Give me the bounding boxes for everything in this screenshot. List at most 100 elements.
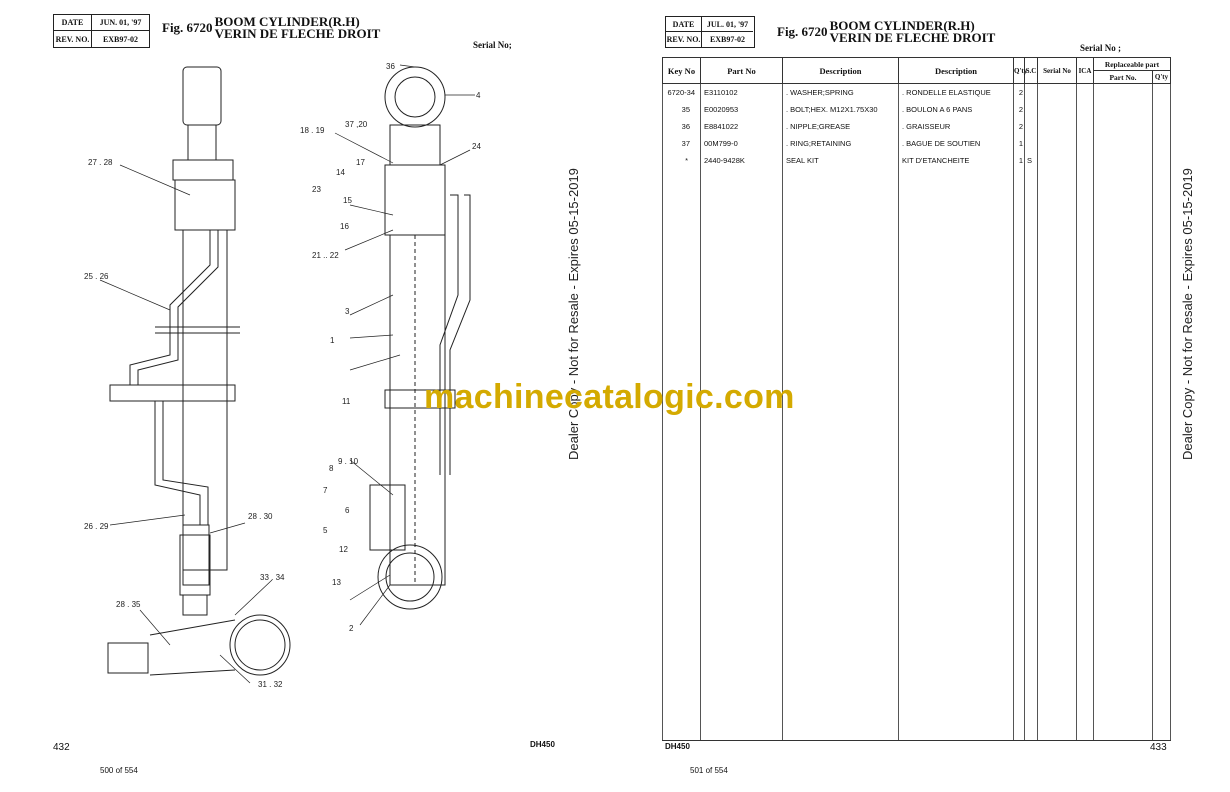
header-part-no: Part No — [700, 57, 783, 84]
rev-value: EXB97-02 — [709, 35, 746, 44]
callout-11: 11 — [342, 397, 351, 406]
description-en: . WASHER;SPRING — [782, 83, 899, 101]
table-row: * 2440-9428K SEAL KIT KIT D'ETANCHEITE 1… — [662, 151, 1171, 169]
qty: 2 — [1013, 117, 1025, 135]
description-fr: . BAGUE DE SOUTIEN — [898, 134, 1014, 152]
page-number-right: 433 — [1150, 742, 1167, 753]
description-fr: . RONDELLE ELASTIQUE — [898, 83, 1014, 101]
table-row: 36 E8841022 . NIPPLE;GREASE . GRAISSEUR … — [662, 117, 1171, 135]
header-description-en: Description — [782, 57, 899, 84]
callout-28-35: 28 . 35 — [116, 600, 141, 609]
parts-table: Key No Part No Description Description Q… — [662, 57, 1171, 741]
qty: 1 — [1013, 151, 1025, 169]
serial-label-left: Serial No; — [473, 40, 512, 50]
callout-leaders — [99, 64, 475, 684]
pdf-page-left: 500 of 554 — [100, 766, 138, 775]
callout-7: 7 — [323, 486, 328, 495]
part-no: E3110102 — [700, 83, 783, 101]
description-en: . NIPPLE;GREASE — [782, 117, 899, 135]
key-no: 36 — [662, 117, 701, 135]
fig-number: Fig. 6720 — [162, 20, 213, 35]
header-ica: ICA — [1076, 57, 1094, 84]
sc — [1024, 100, 1038, 118]
description-fr: KIT D'ETANCHEITE — [898, 151, 1014, 169]
callout-4: 4 — [476, 91, 481, 100]
part-no: 2440-9428K — [700, 151, 783, 169]
serial-label-right: Serial No ; — [1080, 43, 1121, 53]
callout-5: 5 — [323, 526, 328, 535]
header-key-no: Key No — [662, 57, 701, 84]
qty: 1 — [1013, 134, 1025, 152]
rev-label: REV. NO. — [666, 32, 702, 47]
callout-36: 36 — [386, 62, 395, 71]
cylinder-exterior-view — [107, 66, 291, 676]
description-en: . RING;RETAINING — [782, 134, 899, 152]
sc — [1024, 83, 1038, 101]
callout-13: 13 — [332, 578, 341, 587]
header-repl-qty: Q'ty — [1152, 70, 1171, 84]
description-fr: . BOULON A 6 PANS — [898, 100, 1014, 118]
sc: S — [1024, 151, 1038, 169]
title-en: BOOM CYLINDER(R.H) — [829, 18, 975, 33]
part-no: E0020953 — [700, 100, 783, 118]
date-label: DATE — [54, 15, 92, 31]
callout-2: 2 — [349, 624, 354, 633]
page-number-left: 432 — [53, 742, 70, 753]
callout-6: 6 — [345, 506, 350, 515]
callout-31-32: 31 . 32 — [258, 680, 283, 689]
sc — [1024, 134, 1038, 152]
date-rev-box-left: DATE JUN. 01, '97 REV. NO. EXB97-02 — [53, 14, 150, 48]
fig-number: Fig. 6720 — [777, 24, 828, 39]
figure-title-right: Fig. 6720 BOOM CYLINDER(R.H)VERIN DE FLE… — [777, 18, 996, 45]
part-no: 00M799-0 — [700, 134, 783, 152]
model-left: DH450 — [530, 740, 555, 749]
header-replaceable-part: Replaceable part — [1093, 57, 1171, 71]
callout-1: 1 — [330, 336, 335, 345]
table-empty-space — [662, 168, 1171, 741]
description-fr: . GRAISSEUR — [898, 117, 1014, 135]
callout-14: 14 — [336, 168, 345, 177]
title-en: BOOM CYLINDER(R.H) — [214, 14, 360, 29]
callout-26-29: 26 . 29 — [84, 522, 109, 531]
title-fr: VERIN DE FLECHE DROIT — [214, 26, 381, 41]
description-en: SEAL KIT — [782, 151, 899, 169]
callout-15: 15 — [343, 196, 352, 205]
key-no: 37 — [662, 134, 701, 152]
description-en: . BOLT;HEX. M12X1.75X30 — [782, 100, 899, 118]
callout-9-10: 9 . 10 — [338, 457, 359, 466]
table-row: 37 00M799-0 . RING;RETAINING . BAGUE DE … — [662, 134, 1171, 152]
key-no: 6720-34 — [662, 83, 701, 101]
cylinder-section-view — [369, 66, 471, 610]
callout-27-28: 27 . 28 — [88, 158, 113, 167]
callout-24: 24 — [472, 142, 481, 151]
qty: 2 — [1013, 83, 1025, 101]
qty: 2 — [1013, 100, 1025, 118]
date-value: JUN. 01, '97 — [92, 15, 149, 31]
figure-title-left: Fig. 6720 BOOM CYLINDER(R.H)VERIN DE FLE… — [162, 14, 381, 41]
callout-3: 3 — [345, 307, 350, 316]
key-no: 35 — [662, 100, 701, 118]
table-row: 6720-34 E3110102 . WASHER;SPRING . RONDE… — [662, 83, 1171, 101]
side-notice-right: Dealer Copy - Not for Resale - Expires 0… — [1180, 168, 1195, 460]
date-label: DATE — [666, 17, 702, 32]
part-no: E8841022 — [700, 117, 783, 135]
header-qty: Q'ty — [1013, 57, 1027, 84]
header-serial-no: Serial No — [1037, 57, 1077, 84]
date-value: JUL. 01, '97 — [702, 17, 753, 32]
callout-17: 17 — [356, 158, 365, 167]
callout-33-34: 33 . 34 — [260, 573, 285, 582]
callout-16: 16 — [340, 222, 349, 231]
table-row: 35 E0020953 . BOLT;HEX. M12X1.75X30 . BO… — [662, 100, 1171, 118]
model-right: DH450 — [665, 742, 690, 751]
watermark: machinecatalogic.com — [424, 378, 795, 416]
callout-25-26: 25 . 26 — [84, 272, 109, 281]
callout-37-20: 37 ,20 — [345, 120, 368, 129]
header-repl-part-no: Part No. — [1093, 70, 1153, 84]
title-fr: VERIN DE FLECHE DROIT — [829, 30, 996, 45]
callout-23: 23 — [312, 185, 321, 194]
sc — [1024, 117, 1038, 135]
callout-18-19: 18 . 19 — [300, 126, 325, 135]
key-no: * — [662, 151, 701, 169]
callout-12: 12 — [339, 545, 348, 554]
header-sc: S.C — [1024, 57, 1038, 84]
